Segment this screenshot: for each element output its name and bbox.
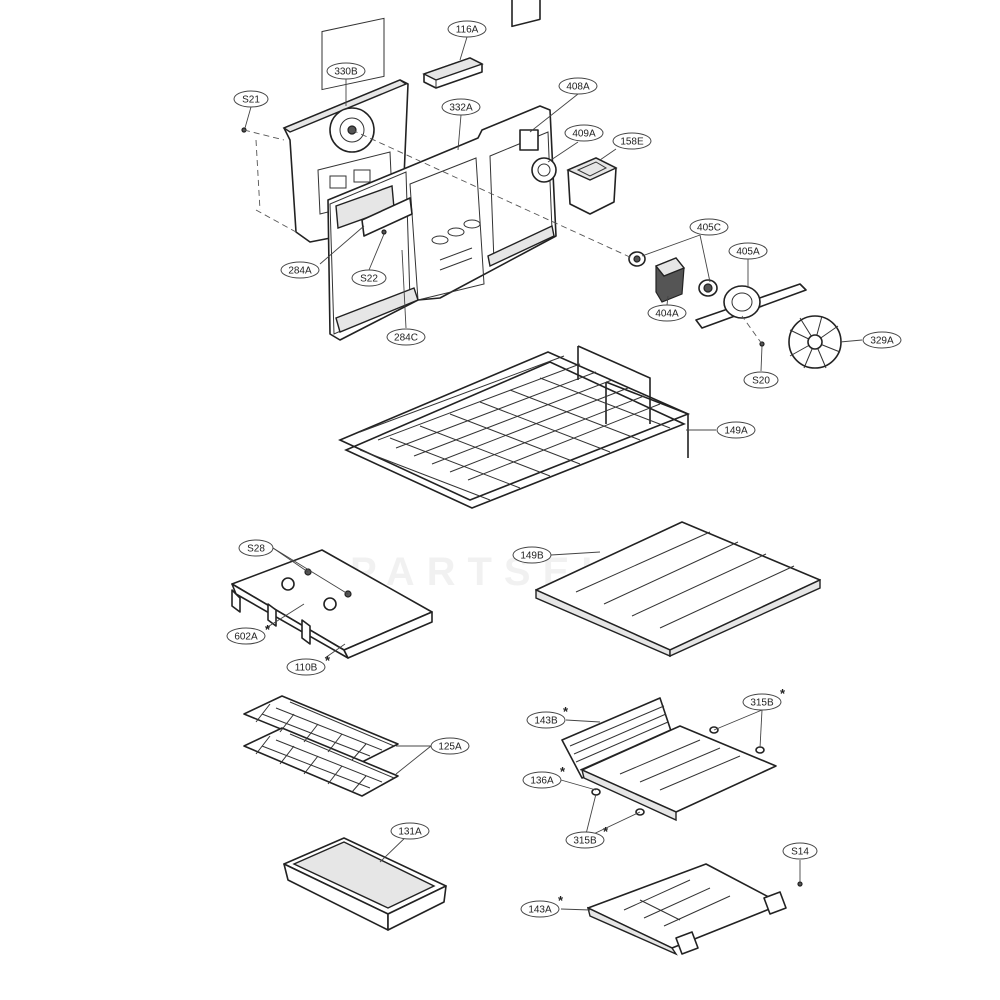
part-405C-404A-405A — [628, 251, 807, 329]
svg-text:408A: 408A — [566, 82, 590, 93]
callout-S21: S21 — [233, 90, 269, 108]
svg-text:*: * — [558, 893, 564, 908]
callout-404A: 404A — [647, 304, 687, 322]
svg-text:315B: 315B — [750, 698, 774, 709]
part-143A-frame — [586, 863, 787, 956]
svg-text:*: * — [265, 622, 271, 637]
callout-116A: 116A — [447, 20, 487, 38]
part-143B-136A-crisper — [561, 697, 777, 822]
svg-text:330B: 330B — [334, 67, 358, 78]
part-158E — [566, 157, 618, 215]
callout-332A: 332A — [441, 98, 481, 116]
part-149A-wire-shelf — [338, 345, 691, 509]
svg-text:*: * — [560, 764, 566, 779]
part-408A-409A — [519, 129, 557, 183]
svg-text:131A: 131A — [398, 827, 422, 838]
callout-125A: 125A — [430, 737, 470, 755]
svg-text:284A: 284A — [288, 266, 312, 277]
part-116A — [422, 57, 484, 89]
svg-text:136A: 136A — [530, 776, 554, 787]
svg-text:S28: S28 — [247, 544, 265, 555]
callout-158E: 158E — [612, 132, 652, 150]
callout-143A: 143A * — [520, 893, 564, 918]
callout-S22: S22 — [351, 269, 387, 287]
svg-text:*: * — [325, 653, 331, 668]
callout-409A: 409A — [564, 124, 604, 142]
svg-text:329A: 329A — [870, 336, 894, 347]
part-125A-ice-trays — [243, 695, 399, 797]
svg-text:149B: 149B — [520, 551, 544, 562]
svg-text:405A: 405A — [736, 247, 760, 258]
callout-315B-bottom: 315B * — [565, 824, 609, 849]
svg-text:116A: 116A — [456, 25, 479, 36]
callout-149B: 149B — [512, 546, 552, 564]
callout-329A: 329A — [862, 331, 902, 349]
callout-149A: 149A — [716, 421, 756, 439]
svg-text:S20: S20 — [752, 376, 770, 387]
svg-text:332A: 332A — [449, 103, 473, 114]
svg-text:158E: 158E — [620, 137, 644, 148]
callout-284A: 284A — [280, 261, 320, 279]
callout-143B: 143B * — [526, 704, 569, 729]
callout-S20: S20 — [743, 371, 779, 389]
callout-405C: 405C — [689, 218, 729, 236]
svg-text:S21: S21 — [242, 95, 260, 106]
svg-text:*: * — [563, 704, 569, 719]
callout-405A: 405A — [728, 242, 768, 260]
svg-text:*: * — [780, 686, 786, 701]
alignment-lines — [243, 129, 763, 345]
part-131A-ice-bin — [283, 837, 447, 931]
callout-136A: 136A * — [522, 764, 566, 789]
callout-131A: 131A — [390, 822, 430, 840]
svg-text:110B: 110B — [295, 663, 318, 674]
svg-text:125A: 125A — [438, 742, 462, 753]
callout-330B: 330B — [326, 62, 366, 80]
callout-284C: 284C — [386, 328, 426, 346]
svg-text:*: * — [603, 824, 609, 839]
svg-text:404A: 404A — [655, 309, 679, 320]
callout-602A: 602A * — [226, 622, 271, 645]
svg-text:602A: 602A — [234, 632, 258, 643]
part-110B-602A-holder — [231, 549, 433, 659]
callout-S28: S28 — [238, 539, 274, 557]
svg-text:405C: 405C — [697, 223, 721, 234]
svg-text:143A: 143A — [528, 905, 552, 916]
svg-text:409A: 409A — [572, 129, 596, 140]
svg-text:S22: S22 — [360, 274, 378, 285]
callout-408A: 408A — [558, 77, 598, 95]
part-329A-fan — [788, 315, 842, 369]
svg-text:284C: 284C — [394, 333, 418, 344]
part-149B-glass-shelf — [535, 521, 821, 658]
callout-315B-top: 315B * — [742, 686, 786, 711]
callout-110B: 110B * — [286, 653, 331, 676]
svg-text:143B: 143B — [534, 716, 558, 727]
svg-text:149A: 149A — [724, 426, 748, 437]
svg-text:S14: S14 — [791, 847, 809, 858]
svg-text:315B: 315B — [573, 836, 597, 847]
callout-S14: S14 — [782, 842, 818, 860]
